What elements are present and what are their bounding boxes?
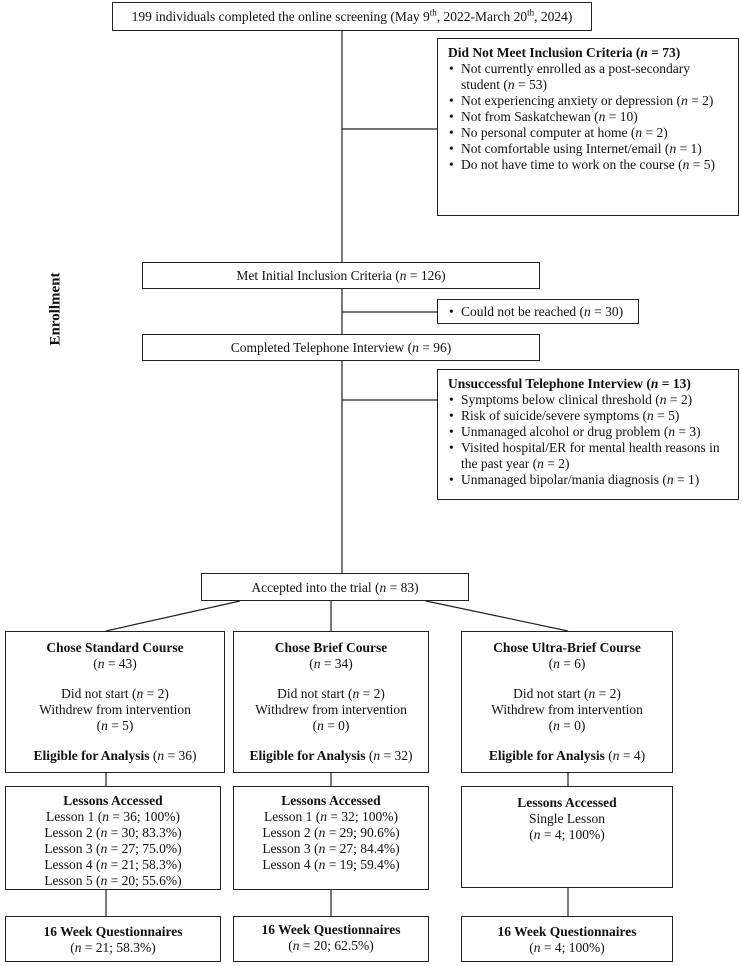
lesson-row: Lesson 4 (n = 21; 58.3%)	[44, 857, 182, 872]
withdrew-count: (n = 0)	[548, 718, 586, 733]
brief-questionnaires-box: 16 Week Questionnaires (n = 20; 62.5%)	[233, 916, 429, 962]
excluded-item: Not experiencing anxiety or depression (…	[448, 93, 732, 109]
accepted-box: Accepted into the trial (n = 83)	[201, 573, 469, 601]
lessons-title: Lessons Accessed	[63, 793, 163, 808]
withdrew-label: Withdrew from intervention	[491, 702, 643, 717]
ultra-brief-course-box: Chose Ultra-Brief Course (n = 6) Did not…	[461, 631, 673, 773]
withdrew-count: (n = 5)	[96, 718, 134, 733]
excluded-screening-title: Did Not Meet Inclusion Criteria (n = 73)	[448, 45, 681, 60]
met-criteria-text: Met Initial Inclusion Criteria (n = 126)	[236, 268, 446, 283]
withdrew-label: Withdrew from intervention	[39, 702, 191, 717]
standard-course-box: Chose Standard Course (n = 43) Did not s…	[5, 631, 225, 773]
excluded-item: Do not have time to work on the course (…	[448, 157, 732, 173]
brief-lessons-box: Lessons Accessed Lesson 1 (n = 32; 100%)…	[233, 786, 429, 890]
unsuccessful-item: Unmanaged alcohol or drug problem (n = 3…	[448, 424, 732, 440]
eligible-for-analysis: Eligible for Analysis (n = 4)	[488, 748, 646, 763]
lesson-row: Lesson 3 (n = 27; 75.0%)	[44, 841, 182, 856]
connector-accepted-to-standard	[105, 600, 241, 632]
unsuccessful-item: Visited hospital/ER for mental health re…	[448, 440, 732, 472]
eligible-for-analysis: Eligible for Analysis (n = 36)	[33, 748, 197, 763]
course-count: (n = 34)	[309, 656, 353, 671]
unsuccessful-item: Risk of suicide/severe symptoms (n = 5)	[448, 408, 732, 424]
lesson-row: Lesson 1 (n = 32; 100%)	[264, 809, 398, 824]
course-count: (n = 6)	[548, 656, 586, 671]
lesson-row: Lesson 5 (n = 20; 55.6%)	[44, 873, 182, 888]
lessons-title: Lessons Accessed	[517, 795, 617, 810]
unsuccessful-list: Symptoms below clinical threshold (n = 2…	[448, 392, 732, 488]
excluded-item: No personal computer at home (n = 2)	[448, 125, 732, 141]
questionnaires-count: (n = 20; 62.5%)	[288, 938, 374, 953]
did-not-start: Did not start (n = 2)	[277, 686, 385, 701]
lesson-row: Lesson 3 (n = 27; 84.4%)	[262, 841, 400, 856]
course-title: Chose Brief Course	[274, 640, 388, 655]
ultra-brief-lessons-box: Lessons Accessed Single Lesson (n = 4; 1…	[461, 786, 673, 888]
connector-accepted-to-ultra	[425, 600, 569, 632]
did-not-start: Did not start (n = 2)	[513, 686, 621, 701]
lesson-row: Lesson 4 (n = 19; 59.4%)	[262, 857, 400, 872]
not-reached-text: Could not be reached (n = 30)	[448, 304, 632, 320]
accepted-text: Accepted into the trial (n = 83)	[251, 580, 419, 595]
questionnaires-title: 16 Week Questionnaires	[497, 924, 637, 939]
telephone-interview-text: Completed Telephone Interview (n = 96)	[230, 340, 452, 355]
excluded-screening-box: Did Not Meet Inclusion Criteria (n = 73)…	[437, 38, 739, 216]
lessons-title: Lessons Accessed	[281, 793, 381, 808]
questionnaires-title: 16 Week Questionnaires	[43, 924, 183, 939]
unsuccessful-title: Unsuccessful Telephone Interview (n = 13…	[448, 376, 691, 391]
excluded-item: Not currently enrolled as a post-seconda…	[448, 61, 732, 93]
withdrew-label: Withdrew from intervention	[255, 702, 407, 717]
lesson-row: Single Lesson	[528, 811, 606, 826]
course-title: Chose Ultra-Brief Course	[493, 640, 641, 655]
excluded-item: Not comfortable using Internet/email (n …	[448, 141, 732, 157]
eligible-for-analysis: Eligible for Analysis (n = 32)	[249, 748, 413, 763]
lesson-row: (n = 4; 100%)	[529, 827, 605, 842]
telephone-interview-box: Completed Telephone Interview (n = 96)	[142, 334, 540, 361]
questionnaires-count: (n = 21; 58.3%)	[70, 940, 156, 955]
screening-box: 199 individuals completed the online scr…	[112, 2, 592, 31]
met-criteria-box: Met Initial Inclusion Criteria (n = 126)	[142, 262, 540, 289]
questionnaires-title: 16 Week Questionnaires	[261, 922, 401, 937]
excluded-screening-list: Not currently enrolled as a post-seconda…	[448, 61, 732, 173]
unsuccessful-item: Unmanaged bipolar/mania diagnosis (n = 1…	[448, 472, 732, 488]
standard-questionnaires-box: 16 Week Questionnaires (n = 21; 58.3%)	[5, 916, 221, 962]
screening-text: 199 individuals completed the online scr…	[131, 7, 573, 24]
lesson-row: Lesson 2 (n = 30; 83.3%)	[44, 825, 182, 840]
unsuccessful-item: Symptoms below clinical threshold (n = 2…	[448, 392, 732, 408]
not-reached-box: Could not be reached (n = 30)	[437, 299, 639, 324]
did-not-start: Did not start (n = 2)	[61, 686, 169, 701]
brief-course-box: Chose Brief Course (n = 34) Did not star…	[233, 631, 429, 773]
course-title: Chose Standard Course	[46, 640, 184, 655]
unsuccessful-interview-box: Unsuccessful Telephone Interview (n = 13…	[437, 369, 739, 500]
standard-lessons-box: Lessons Accessed Lesson 1 (n = 36; 100%)…	[5, 786, 221, 890]
course-count: (n = 43)	[93, 656, 137, 671]
lesson-row: Lesson 1 (n = 36; 100%)	[46, 809, 180, 824]
questionnaires-count: (n = 4; 100%)	[529, 940, 605, 955]
excluded-item: Not from Saskatchewan (n = 10)	[448, 109, 732, 125]
withdrew-count: (n = 0)	[312, 718, 350, 733]
ultra-brief-questionnaires-box: 16 Week Questionnaires (n = 4; 100%)	[461, 916, 673, 962]
lesson-row: Lesson 2 (n = 29; 90.6%)	[262, 825, 400, 840]
